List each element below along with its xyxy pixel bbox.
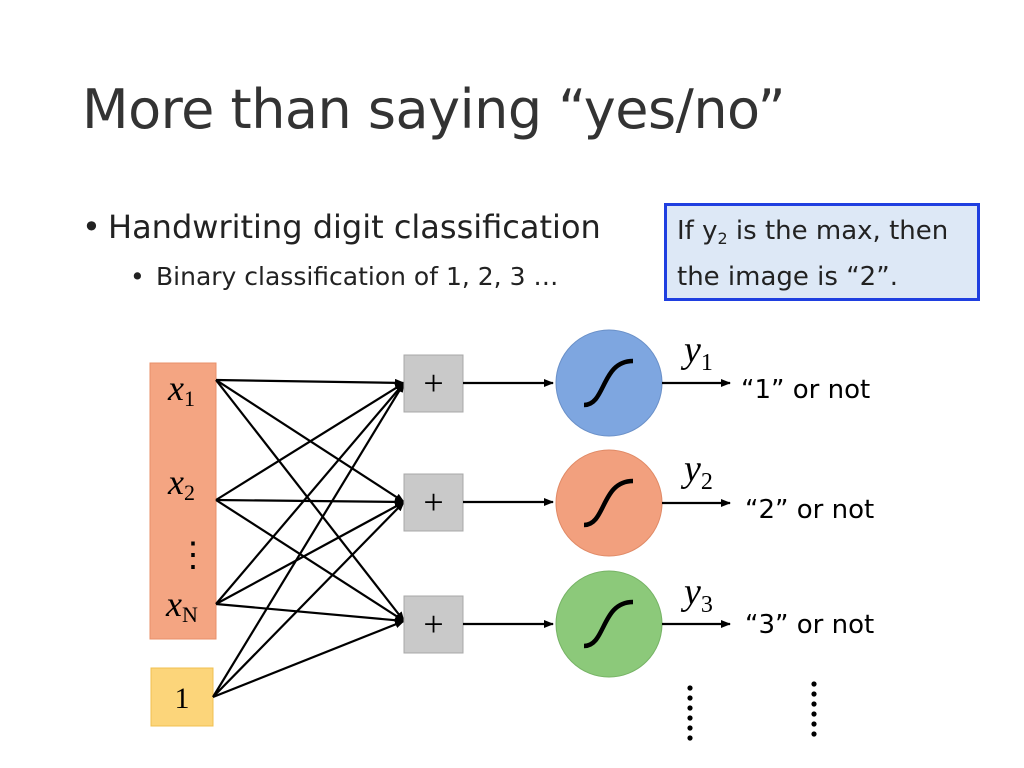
input-x1: x1 [167,368,195,411]
activation-node-2 [555,449,663,557]
output-y2: y2 [680,448,713,495]
bias-box [150,667,214,727]
output-label-1: “1” or not [741,375,870,405]
output-y1: y1 [680,329,713,376]
callout-box: If y2 is the max, then the image is “2”. [664,203,980,301]
sigmoid-curve-icon [583,358,634,408]
sum-node-1: + [403,354,464,413]
callout-subscript: 2 [717,229,728,248]
output-label-3: “3” or not [745,610,874,640]
svg-text:+: + [423,363,443,403]
output-arrows [662,379,731,628]
bullet-dot-icon: • [130,262,145,291]
bullet-binary: • Binary classification of 1, 2, 3 … [130,262,558,291]
svg-text:+: + [423,604,443,644]
input-xN: xN [165,584,198,627]
output-label-2: “2” or not [745,495,874,525]
callout-line-1: If y2 is the max, then [677,212,967,258]
svg-text:+: + [423,482,443,522]
sum-to-activation-arrows [463,379,554,628]
continuation-dots-right [811,681,817,737]
bullet-text: Binary classification of 1, 2, 3 … [156,262,559,291]
input-vector-box [149,362,217,640]
output-y3: y3 [680,571,713,618]
activation-node-1 [555,329,663,437]
continuation-dots-left [687,685,693,741]
bullet-text: Handwriting digit classification [108,208,601,246]
bias-value: 1 [175,682,190,715]
input-ellipsis: ⋮ [176,537,210,574]
input-x2: x2 [167,462,195,505]
sum-node-3: + [403,595,464,654]
activation-node-3 [555,570,663,678]
sum-node-2: + [403,473,464,532]
bullet-dot-icon: • [82,208,101,246]
bullet-handwriting: •Handwriting digit classification [82,208,601,246]
callout-prefix: If y [677,216,718,246]
sigmoid-curve-icon [583,478,634,528]
slide-title: More than saying “yes/no” [82,78,786,141]
callout-line-2: the image is “2”. [677,262,898,292]
weight-connections [212,378,405,699]
sigmoid-curve-icon [583,599,634,649]
callout-suffix: is the max, then [727,216,949,246]
